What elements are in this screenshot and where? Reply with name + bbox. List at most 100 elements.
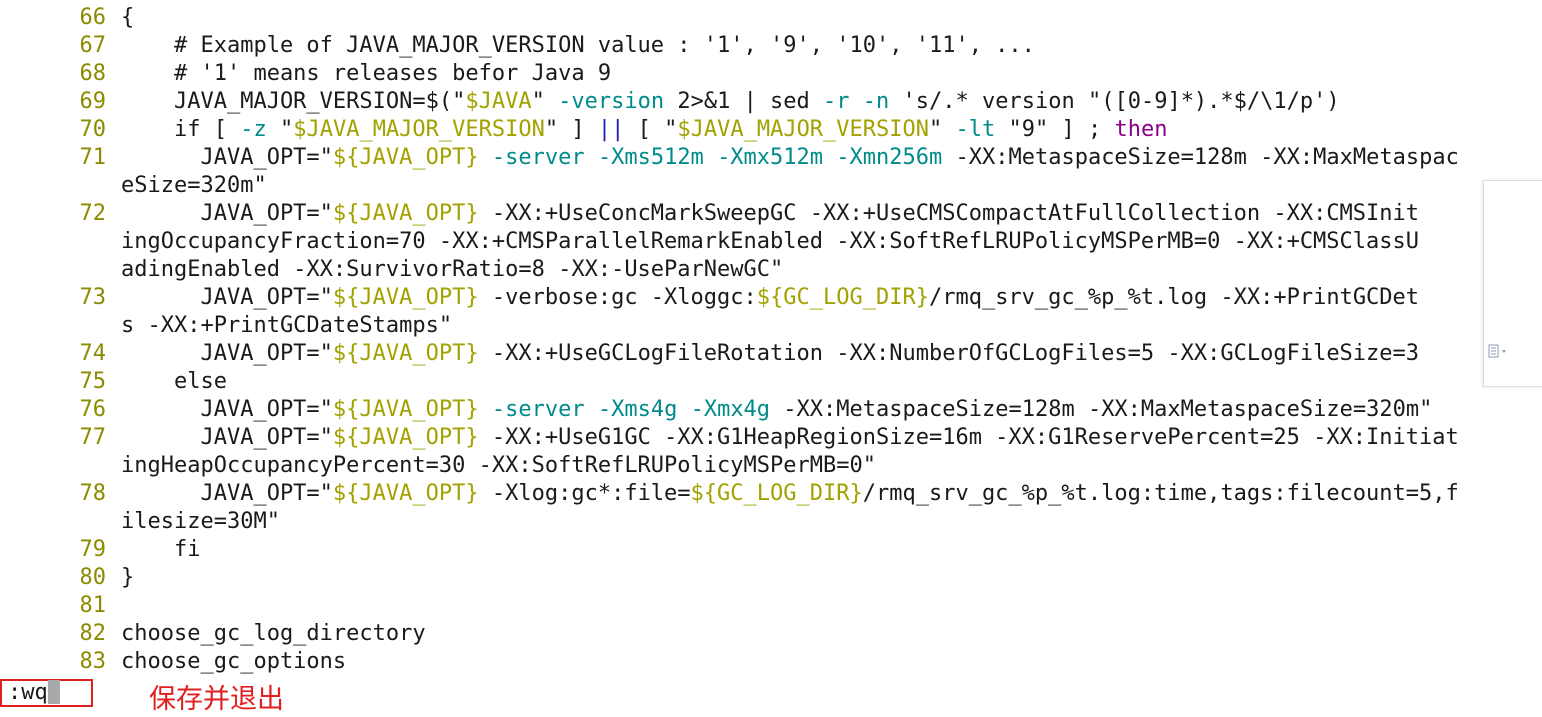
code-line[interactable]: ilesize=30M" (0, 508, 1542, 536)
line-number: 71 (79, 145, 107, 170)
code-token: -server (491, 397, 585, 422)
code-token: else (121, 369, 227, 394)
gutter-gap (106, 620, 121, 648)
line-number: 69 (79, 89, 107, 114)
code-token (585, 397, 598, 422)
code-token: -lt (955, 117, 996, 142)
code-line[interactable]: eSize=320m" (0, 172, 1542, 200)
line-number: 83 (79, 649, 107, 674)
code-token: -Xmx4g (690, 397, 771, 422)
code-line[interactable]: 78 JAVA_OPT="${JAVA_OPT} -Xlog:gc*:file=… (0, 480, 1542, 508)
code-token: adingEnabled -XX:SurvivorRatio=8 -XX:-Us… (121, 257, 784, 282)
code-token: JAVA_OPT=" (121, 397, 333, 422)
code-line[interactable]: 75 else (0, 368, 1542, 396)
code-line[interactable]: ingHeapOccupancyPercent=30 -XX:SoftRefLR… (0, 452, 1542, 480)
code-text: # Example of JAVA_MAJOR_VERSION value : … (121, 32, 1542, 60)
gutter-gap (106, 480, 121, 508)
code-token: -n (862, 89, 890, 114)
code-text: JAVA_MAJOR_VERSION=$("$JAVA" -version 2>… (121, 88, 1542, 116)
code-text: JAVA_OPT="${JAVA_OPT} -verbose:gc -Xlogg… (121, 284, 1542, 312)
code-line[interactable]: 67 # Example of JAVA_MAJOR_VERSION value… (0, 32, 1542, 60)
line-number: 73 (79, 285, 107, 310)
gutter-gap (106, 452, 121, 480)
code-line[interactable]: 79 fi (0, 536, 1542, 564)
gutter-gap (106, 88, 121, 116)
code-token: ${JAVA_OPT} (332, 397, 479, 422)
code-token: ${JAVA_OPT} (332, 481, 479, 506)
gutter-gap (106, 4, 121, 32)
code-text: ingHeapOccupancyPercent=30 -XX:SoftRefLR… (121, 452, 1542, 480)
code-line[interactable]: 69 JAVA_MAJOR_VERSION=$("$JAVA" -version… (0, 88, 1542, 116)
code-line[interactable]: adingEnabled -XX:SurvivorRatio=8 -XX:-Us… (0, 256, 1542, 284)
code-line[interactable]: 80} (0, 564, 1542, 592)
vim-editor[interactable]: 66{67 # Example of JAVA_MAJOR_VERSION va… (0, 4, 1542, 676)
gutter-gap (106, 60, 121, 88)
code-token (704, 145, 717, 170)
code-line[interactable]: 71 JAVA_OPT="${JAVA_OPT} -server -Xms512… (0, 144, 1542, 172)
code-token: if [ (121, 117, 241, 142)
code-token (677, 397, 690, 422)
code-line[interactable]: 81 (0, 592, 1542, 620)
code-token: JAVA_OPT=" (121, 145, 333, 170)
code-token: [ " (624, 117, 678, 142)
code-line[interactable]: 76 JAVA_OPT="${JAVA_OPT} -server -Xms4g … (0, 396, 1542, 424)
code-line[interactable]: 68 # '1' means releases befor Java 9 (0, 60, 1542, 88)
gutter-gap (106, 340, 121, 368)
code-token: -XX:MetaspaceSize=128m -XX:MaxMetaspac (942, 145, 1459, 170)
command-text: :wq (8, 680, 48, 705)
line-number: 76 (79, 397, 107, 422)
code-text: choose_gc_log_directory (121, 620, 1542, 648)
code-token: ${JAVA_OPT} (332, 145, 479, 170)
floating-side-panel[interactable] (1483, 180, 1542, 387)
code-token: -version (558, 89, 665, 114)
code-line[interactable]: ingOccupancyFraction=70 -XX:+CMSParallel… (0, 228, 1542, 256)
gutter-gap (106, 396, 121, 424)
code-token: -XX:+UseGCLogFileRotation -XX:NumberOfGC… (478, 341, 1420, 366)
code-token: ${JAVA_OPT} (332, 341, 479, 366)
code-token: " (452, 89, 466, 114)
document-icon[interactable] (1488, 344, 1510, 358)
code-token: -Xms512m (597, 145, 704, 170)
code-text: JAVA_OPT="${JAVA_OPT} -XX:+UseG1GC -XX:G… (121, 424, 1542, 452)
gutter-gap (106, 592, 121, 620)
text-cursor (47, 680, 60, 704)
line-number (0, 452, 106, 480)
code-text: if [ -z "$JAVA_MAJOR_VERSION" ] || [ "$J… (121, 116, 1542, 144)
gutter-gap (106, 144, 121, 172)
code-token: JAVA_OPT=" (121, 481, 333, 506)
code-token: -verbose:gc -Xloggc: (478, 285, 757, 310)
code-line[interactable]: 72 JAVA_OPT="${JAVA_OPT} -XX:+UseConcMar… (0, 200, 1542, 228)
code-line[interactable]: 73 JAVA_OPT="${JAVA_OPT} -verbose:gc -Xl… (0, 284, 1542, 312)
code-line[interactable]: s -XX:+PrintGCDateStamps" (0, 312, 1542, 340)
code-line[interactable]: 70 if [ -z "$JAVA_MAJOR_VERSION" ] || [ … (0, 116, 1542, 144)
code-token: ilesize=30M" (121, 509, 280, 534)
vim-command-line[interactable]: :wq (0, 679, 200, 709)
code-token: -z (240, 117, 267, 142)
code-token: -XX:+UseConcMarkSweepGC -XX:+UseCMSCompa… (478, 201, 1420, 226)
code-token: " (929, 117, 956, 142)
code-line[interactable]: 66{ (0, 4, 1542, 32)
code-token: ${JAVA_OPT} (332, 425, 479, 450)
code-token: JAVA_OPT=" (121, 425, 333, 450)
code-line[interactable]: 74 JAVA_OPT="${JAVA_OPT} -XX:+UseGCLogFi… (0, 340, 1542, 368)
gutter-gap (106, 648, 121, 676)
gutter-gap (106, 368, 121, 396)
gutter-gap (106, 200, 121, 228)
code-text: ilesize=30M" (121, 508, 1542, 536)
code-token (585, 145, 598, 170)
code-line[interactable]: 77 JAVA_OPT="${JAVA_OPT} -XX:+UseG1GC -X… (0, 424, 1542, 452)
code-text: JAVA_OPT="${JAVA_OPT} -XX:+UseConcMarkSw… (121, 200, 1542, 228)
code-token: # Example of JAVA_MAJOR_VERSION value : … (121, 33, 1035, 58)
code-token: ${GC_LOG_DIR} (756, 285, 929, 310)
code-text: JAVA_OPT="${JAVA_OPT} -server -Xms4g -Xm… (121, 396, 1542, 424)
code-text: ingOccupancyFraction=70 -XX:+CMSParallel… (121, 228, 1542, 256)
code-token: -Xlog:gc*:file= (478, 481, 691, 506)
highlight-box (0, 679, 93, 707)
code-text: JAVA_OPT="${JAVA_OPT} -Xlog:gc*:file=${G… (121, 480, 1542, 508)
line-number: 70 (79, 117, 107, 142)
line-number: 75 (79, 369, 107, 394)
code-text: } (121, 564, 1542, 592)
code-token: -Xmn256m (836, 145, 943, 170)
